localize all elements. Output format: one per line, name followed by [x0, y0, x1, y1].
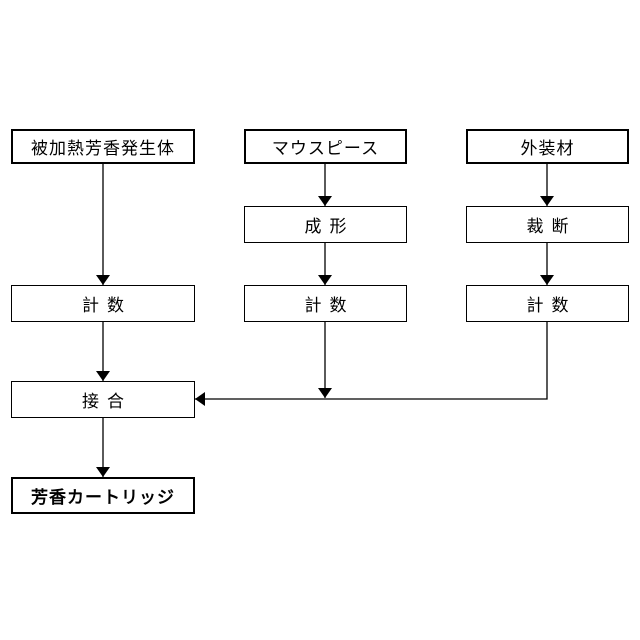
- arrow-counting-right-to-joining: [195, 322, 547, 399]
